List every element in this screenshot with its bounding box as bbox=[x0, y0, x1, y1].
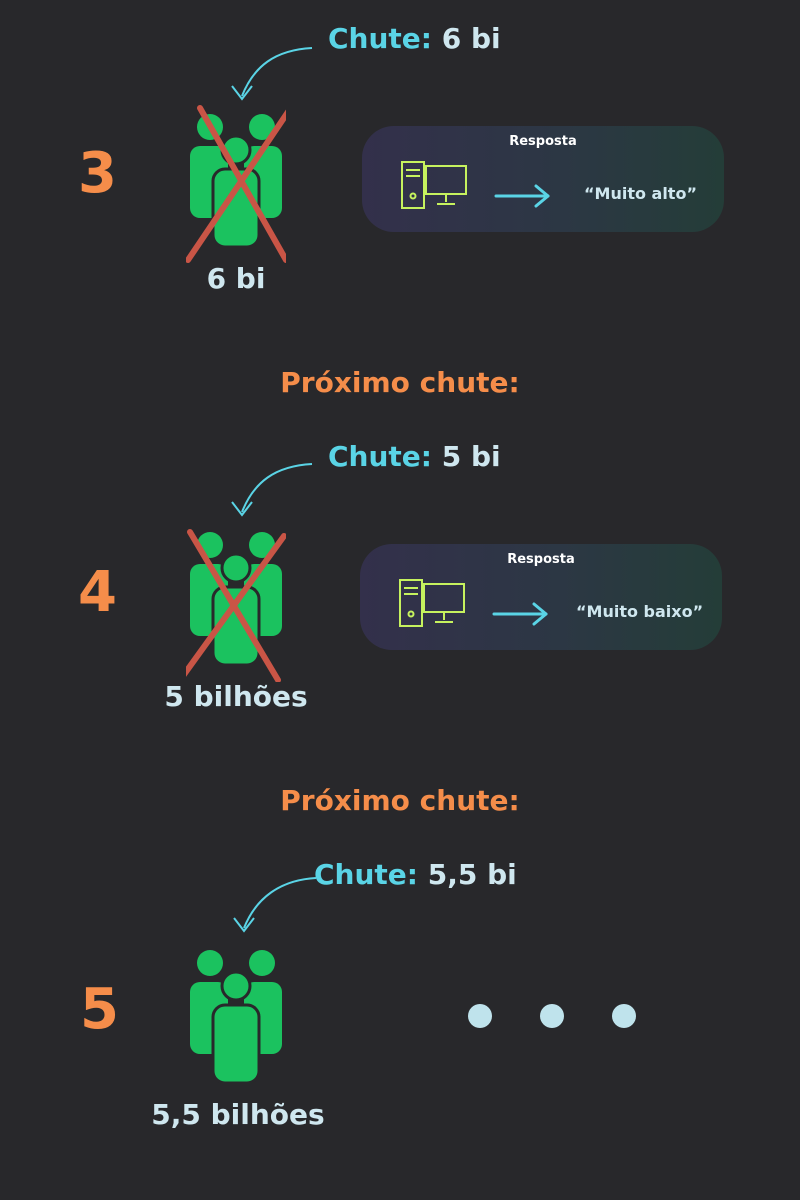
ellipsis-dot-1 bbox=[468, 1004, 492, 1028]
guess-value: 5 bi bbox=[441, 440, 501, 473]
next-guess-title-2: Próximo chute: bbox=[280, 784, 520, 817]
guess-label-step-3: Chute: 6 bi bbox=[328, 22, 501, 55]
people-group-step-3 bbox=[186, 104, 286, 264]
step-number-5: 5 bbox=[80, 977, 119, 1042]
guess-value: 5,5 bi bbox=[427, 858, 517, 891]
answer-text: “Muito alto” bbox=[584, 184, 697, 203]
answer-title: Resposta bbox=[507, 552, 575, 567]
guess-label-step-4: Chute: 5 bi bbox=[328, 440, 501, 473]
group-people-icon bbox=[190, 950, 282, 1085]
step-number-3: 3 bbox=[78, 141, 117, 206]
ellipsis-dot-3 bbox=[612, 1004, 636, 1028]
people-group-step-5 bbox=[186, 940, 286, 1090]
right-arrow-icon bbox=[492, 602, 548, 626]
people-count-label-step-5: 5,5 bilhões bbox=[151, 1098, 325, 1131]
group-people-icon bbox=[190, 532, 282, 667]
red-x-cross-icon bbox=[186, 105, 286, 263]
guess-key: Chute: bbox=[328, 22, 432, 55]
desktop-computer-icon bbox=[401, 161, 467, 209]
guess-key: Chute: bbox=[328, 440, 432, 473]
curved-pointer-arrow-icon bbox=[231, 47, 313, 101]
answer-title: Resposta bbox=[509, 134, 577, 149]
curved-pointer-arrow-icon bbox=[231, 463, 313, 517]
curved-pointer-arrow-icon bbox=[233, 877, 317, 933]
guess-key: Chute: bbox=[314, 858, 418, 891]
answer-text: “Muito baixo” bbox=[576, 602, 704, 621]
people-count-label-step-4: 5 bilhões bbox=[164, 680, 308, 713]
guess-label-step-5: Chute: 5,5 bi bbox=[314, 858, 517, 891]
people-count-label-step-3: 6 bi bbox=[206, 262, 266, 295]
step-number-4: 4 bbox=[78, 560, 117, 625]
right-arrow-icon bbox=[494, 184, 550, 208]
people-group-step-4 bbox=[186, 522, 286, 682]
answer-box-step-4: Resposta “Muito baixo” bbox=[360, 544, 722, 650]
ellipsis-dot-2 bbox=[540, 1004, 564, 1028]
desktop-computer-icon bbox=[399, 579, 465, 627]
red-x-cross-icon bbox=[186, 529, 286, 682]
next-guess-title-1: Próximo chute: bbox=[280, 366, 520, 399]
guess-value: 6 bi bbox=[441, 22, 501, 55]
answer-box-step-3: Resposta “Muito alto” bbox=[362, 126, 724, 232]
